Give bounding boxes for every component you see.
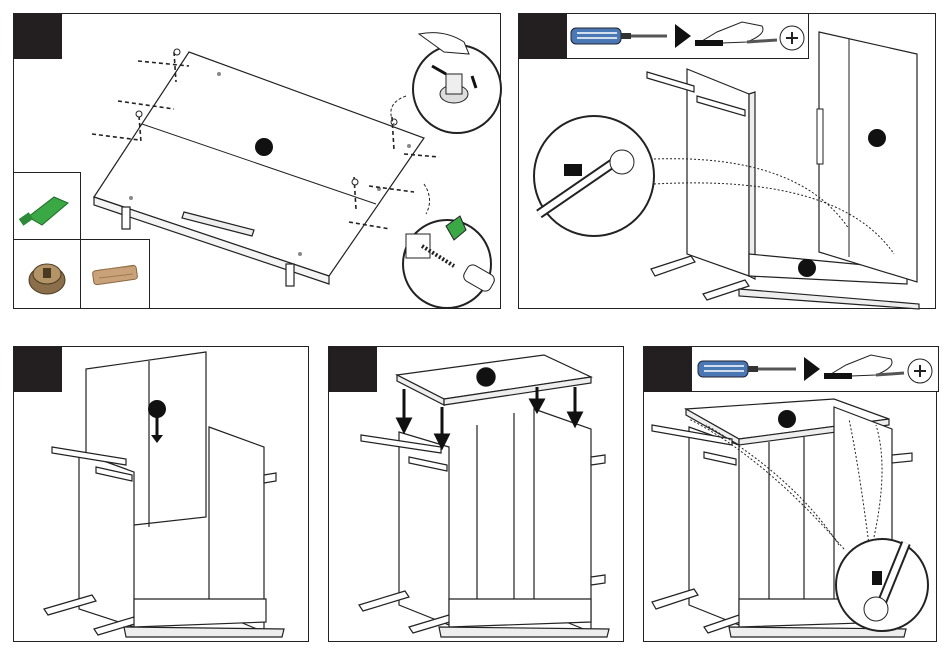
glue-tube-icon [14, 173, 82, 241]
step-3-illustration [14, 347, 310, 643]
step-5-panel [643, 346, 937, 642]
cam-part-box [13, 239, 81, 309]
step-3-panel [13, 346, 309, 642]
part-marker [148, 400, 166, 418]
part-marker [477, 368, 495, 386]
wooden-dowel-icon [81, 240, 151, 310]
step-5-illustration [644, 347, 938, 643]
step-2-panel [518, 13, 936, 309]
part-marker [798, 259, 816, 277]
step-1-panel [13, 13, 501, 309]
part-marker [778, 410, 796, 428]
step-4-panel [328, 346, 624, 642]
dowel-part-box [80, 239, 150, 309]
glue-part-box [13, 172, 81, 240]
cam-lock-icon [14, 240, 82, 310]
step-2-illustration [519, 14, 937, 310]
part-marker [868, 129, 886, 147]
step-4-illustration [329, 347, 625, 643]
